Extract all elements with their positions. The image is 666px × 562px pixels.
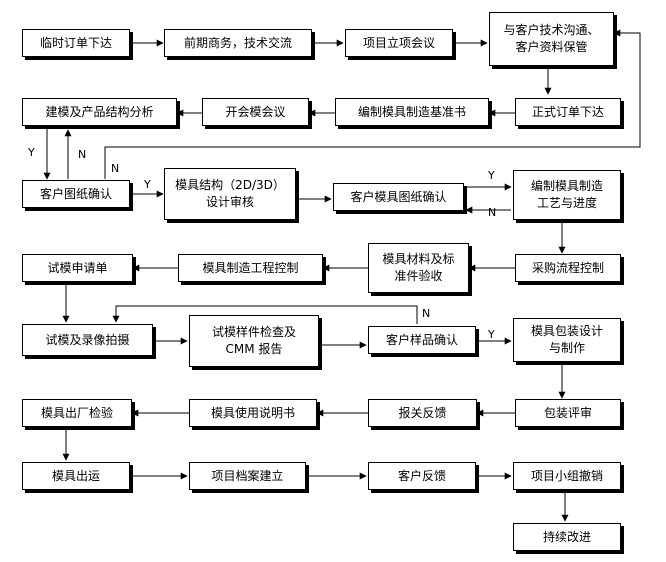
node-mold-packaging-design: 模具包装设计 与制作 [513, 318, 621, 362]
node-mold-shipment: 模具出运 [22, 462, 130, 490]
node-formal-order: 正式订单下达 [515, 98, 621, 126]
node-mold-manufacturing-standard: 编制模具制造基准书 [335, 98, 489, 126]
node-project-kickoff-meeting: 项目立项会议 [345, 29, 453, 57]
node-temporary-order: 临时订单下达 [22, 29, 130, 57]
node-mold-structure-design-review: 模具结构（2D/3D） 设计审核 [164, 168, 296, 220]
node-trial-mold-video: 试模及录像拍摄 [22, 324, 153, 356]
node-mold-manufacturing-control: 模具制造工程控制 [178, 254, 323, 282]
label-no-loop-n17: N [422, 307, 431, 320]
label-yes-n9-n10: Y [144, 178, 151, 191]
node-project-team-dissolve: 项目小组撤销 [513, 462, 621, 490]
node-mold-user-manual: 模具使用说明书 [189, 399, 317, 427]
label-yes-n8-n9: Y [28, 146, 35, 159]
node-continuous-improvement: 持续改进 [513, 523, 621, 551]
node-pre-business-tech-exchange: 前期商务，技术交流 [164, 29, 312, 57]
node-material-standard-parts-inspection: 模具材料及标 准件验收 [368, 243, 469, 293]
node-customer-mold-drawing-confirm: 客户模具图纸确认 [333, 183, 464, 211]
node-procurement-control: 采购流程控制 [515, 254, 621, 282]
node-sample-inspection-cmm: 试模样件检查及 CMM 报告 [189, 315, 319, 367]
arrow-n9-n4-loop [104, 29, 641, 179]
node-trial-mold-request: 试模申请单 [22, 254, 133, 282]
label-no-n12-n11: N [488, 206, 497, 219]
node-mold-process-schedule: 编制模具制造 工艺与进度 [513, 170, 621, 220]
arrow-n19-n17-loop [112, 305, 418, 324]
label-no-loop-n4: N [111, 162, 120, 175]
node-modeling-structure-analysis: 建模及产品结构分析 [22, 98, 177, 126]
node-mold-factory-inspection: 模具出厂检验 [22, 399, 132, 427]
label-yes-n19-n20: Y [488, 328, 495, 341]
node-customs-feedback: 报关反馈 [368, 399, 477, 427]
node-customer-feedback: 客户反馈 [368, 462, 476, 490]
node-project-archive: 项目档案建立 [189, 462, 306, 490]
node-customer-drawing-confirm: 客户图纸确认 [22, 180, 130, 208]
node-customer-tech-communication: 与客户技术沟通、 客户资料保管 [489, 12, 614, 66]
label-yes-n11-n12: Y [488, 169, 495, 182]
node-packaging-review: 包装评审 [515, 399, 621, 427]
node-customer-sample-confirm: 客户样品确认 [368, 326, 476, 354]
node-mold-opening-meeting: 开会模会议 [202, 98, 309, 126]
label-no-n9-n8: N [78, 148, 87, 161]
